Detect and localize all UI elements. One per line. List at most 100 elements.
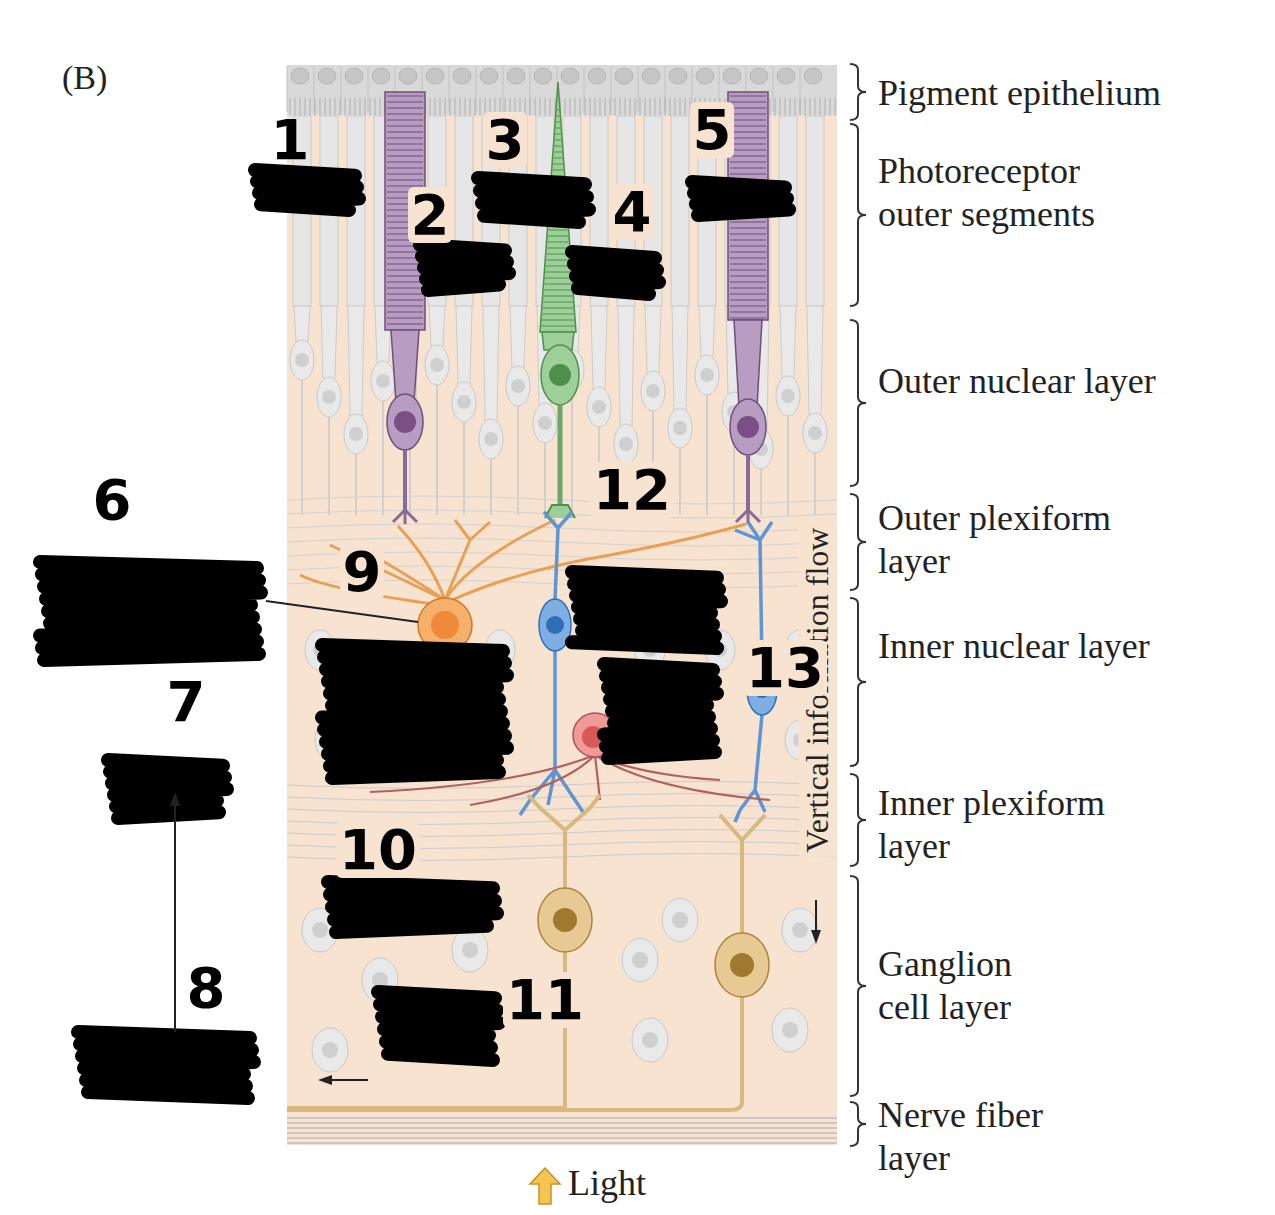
layer-bracket xyxy=(850,774,866,866)
illustration-part xyxy=(700,368,714,382)
illustration-part xyxy=(730,281,766,282)
callout-number: 4 xyxy=(610,184,655,240)
illustration-part xyxy=(317,377,341,417)
illustration-part xyxy=(430,98,431,116)
illustration-part xyxy=(463,422,465,515)
illustration-part xyxy=(321,306,337,379)
illustration-part xyxy=(322,390,336,404)
illustration-part xyxy=(449,66,450,112)
illustration-part xyxy=(387,299,423,300)
illustration-part xyxy=(349,427,363,441)
illustration-part xyxy=(730,269,766,270)
illustration-part xyxy=(546,260,570,261)
illustration-part xyxy=(318,68,336,84)
illustration-part xyxy=(670,98,671,116)
illustration-part xyxy=(387,155,423,156)
illustration-part xyxy=(553,164,563,165)
illustration-part xyxy=(295,353,309,367)
illustration-part xyxy=(557,116,560,117)
illustration-part xyxy=(540,98,541,116)
illustration-part xyxy=(380,98,381,116)
illustration-part xyxy=(393,510,417,524)
illustration-part xyxy=(490,459,492,515)
illustration-part xyxy=(773,66,774,112)
callout-number: 3 xyxy=(483,112,528,168)
illustration-part xyxy=(590,98,591,116)
layer-label: Inner nuclear layer xyxy=(878,625,1158,668)
illustration-part xyxy=(387,167,423,168)
illustration-part xyxy=(618,306,634,426)
illustration-part xyxy=(730,293,766,294)
layer-bracket xyxy=(850,598,866,766)
illustration-part xyxy=(730,311,766,312)
illustration-part xyxy=(543,308,574,309)
illustration-part xyxy=(655,98,656,116)
illustration-part xyxy=(387,113,423,114)
illustration-part xyxy=(557,110,559,111)
illustration-part xyxy=(445,98,446,116)
illustration-part xyxy=(730,113,766,114)
illustration-part xyxy=(730,227,766,228)
illustration-part xyxy=(737,416,759,438)
illustration-part xyxy=(387,287,423,288)
illustration-part xyxy=(538,416,552,430)
illustration-part xyxy=(545,98,546,116)
illustration-part xyxy=(545,278,571,279)
layer-bracket xyxy=(850,64,866,120)
illustration-part xyxy=(723,68,741,84)
layer-label: Inner plexiform layer xyxy=(878,782,1178,868)
illustration-part xyxy=(696,68,714,84)
illustration-part xyxy=(587,387,611,427)
illustration-part xyxy=(668,408,692,448)
illustration-part xyxy=(671,116,689,306)
illustration-part xyxy=(544,284,571,285)
illustration-part xyxy=(730,155,766,156)
callout-number: 8 xyxy=(184,960,229,1016)
illustration-part xyxy=(480,68,498,84)
illustration-part xyxy=(345,98,346,116)
illustration-part xyxy=(480,98,481,116)
illustration-part xyxy=(706,395,708,515)
illustration-part xyxy=(554,152,562,153)
illustration-part xyxy=(730,143,766,144)
illustration-part xyxy=(730,131,766,132)
layer-label: Pigment epithelium xyxy=(878,72,1238,115)
layer-bracket xyxy=(850,124,866,306)
illustration-part xyxy=(365,98,366,116)
layer-bracket xyxy=(850,320,866,486)
illustration-part xyxy=(387,293,423,294)
illustration-part xyxy=(534,68,552,84)
leader-arrow xyxy=(174,800,176,1032)
illustration-part xyxy=(387,263,423,264)
illustration-part xyxy=(662,898,698,942)
illustration-part xyxy=(591,306,607,389)
illustration-part xyxy=(465,98,466,116)
callout-number: 2 xyxy=(408,187,453,243)
illustration-part xyxy=(345,68,363,84)
illustration-part xyxy=(614,424,638,464)
illustration-part xyxy=(426,68,444,84)
layer-label: Outer plexiform layer xyxy=(878,497,1178,583)
illustration-part xyxy=(556,128,561,129)
illustration-part xyxy=(287,1132,837,1134)
illustration-part xyxy=(642,68,660,84)
illustration-part xyxy=(312,922,328,938)
illustration-part xyxy=(544,296,573,297)
illustration-part xyxy=(571,390,573,515)
illustration-part xyxy=(730,173,766,174)
illustration-part xyxy=(553,170,564,171)
illustration-part xyxy=(672,912,688,928)
illustration-part xyxy=(549,364,571,386)
illustration-part xyxy=(620,98,621,116)
illustration-part xyxy=(632,1018,668,1062)
illustration-part xyxy=(695,355,719,395)
illustration-part xyxy=(685,98,686,116)
illustration-part xyxy=(800,98,801,116)
illustration-part xyxy=(294,306,310,342)
illustration-part xyxy=(371,361,395,401)
illustration-part xyxy=(530,98,531,116)
illustration-part xyxy=(730,101,766,102)
illustration-part xyxy=(553,908,577,932)
